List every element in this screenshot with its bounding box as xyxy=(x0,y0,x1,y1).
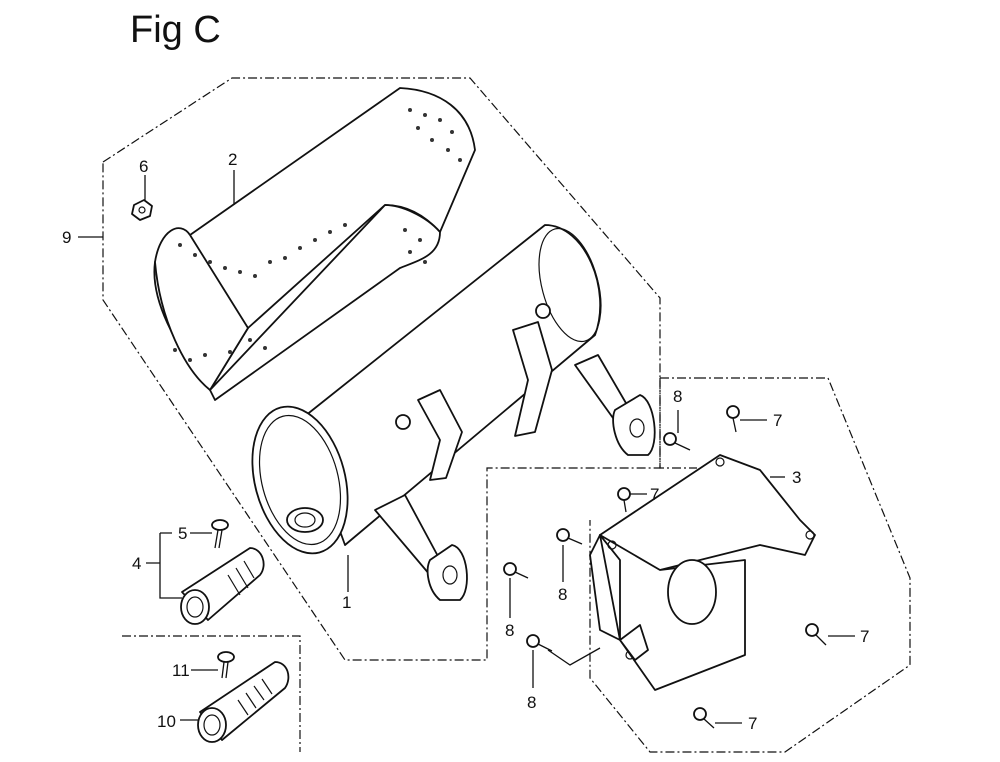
callout-2: 2 xyxy=(228,150,237,169)
callout-11: 11 xyxy=(172,661,190,680)
flange-bolt-8-b xyxy=(556,528,583,545)
callout-4: 4 xyxy=(132,554,141,573)
callout-6: 6 xyxy=(139,157,148,176)
muffler-protector xyxy=(153,87,476,401)
flange-bolt-8-a xyxy=(503,562,529,579)
bolt-8-box xyxy=(659,377,697,469)
callout-8-top: 8 xyxy=(673,387,682,406)
muffler xyxy=(251,224,656,601)
screw-11 xyxy=(217,651,235,679)
callout-1: 1 xyxy=(342,593,351,612)
figure-title: Fig C xyxy=(130,9,221,51)
bolt-7-top xyxy=(726,405,740,433)
arrester-group-outline xyxy=(122,635,301,752)
nut-6 xyxy=(131,199,153,221)
callout-9: 9 xyxy=(62,228,71,247)
assembly-9-outline xyxy=(102,77,661,661)
callout-7-mid: 7 xyxy=(650,485,659,504)
callout-8-b: 8 xyxy=(558,585,567,604)
callout-7-top: 7 xyxy=(773,411,782,430)
muffler-stay xyxy=(589,454,816,691)
screw-5 xyxy=(211,519,229,549)
callout-10: 10 xyxy=(157,712,176,731)
callout-8-c: 8 xyxy=(527,693,536,712)
perforation-dots xyxy=(173,108,462,362)
callout-8-a: 8 xyxy=(505,621,514,640)
bolt-7-right xyxy=(805,623,827,646)
callout-7-bottom: 7 xyxy=(748,714,757,733)
leader-lines xyxy=(78,170,855,724)
bolt-7-bottom xyxy=(693,707,715,729)
flange-bolt-8-top xyxy=(663,432,691,451)
callout-7-right: 7 xyxy=(860,627,869,646)
stay-group-outline xyxy=(589,377,911,753)
flange-bolt-8-c xyxy=(526,634,553,652)
spark-arrester-assembly xyxy=(180,547,265,625)
spark-arrester xyxy=(197,661,290,743)
callout-5: 5 xyxy=(178,524,187,543)
bolt-7-mid xyxy=(617,487,631,513)
callout-3: 3 xyxy=(792,468,801,487)
